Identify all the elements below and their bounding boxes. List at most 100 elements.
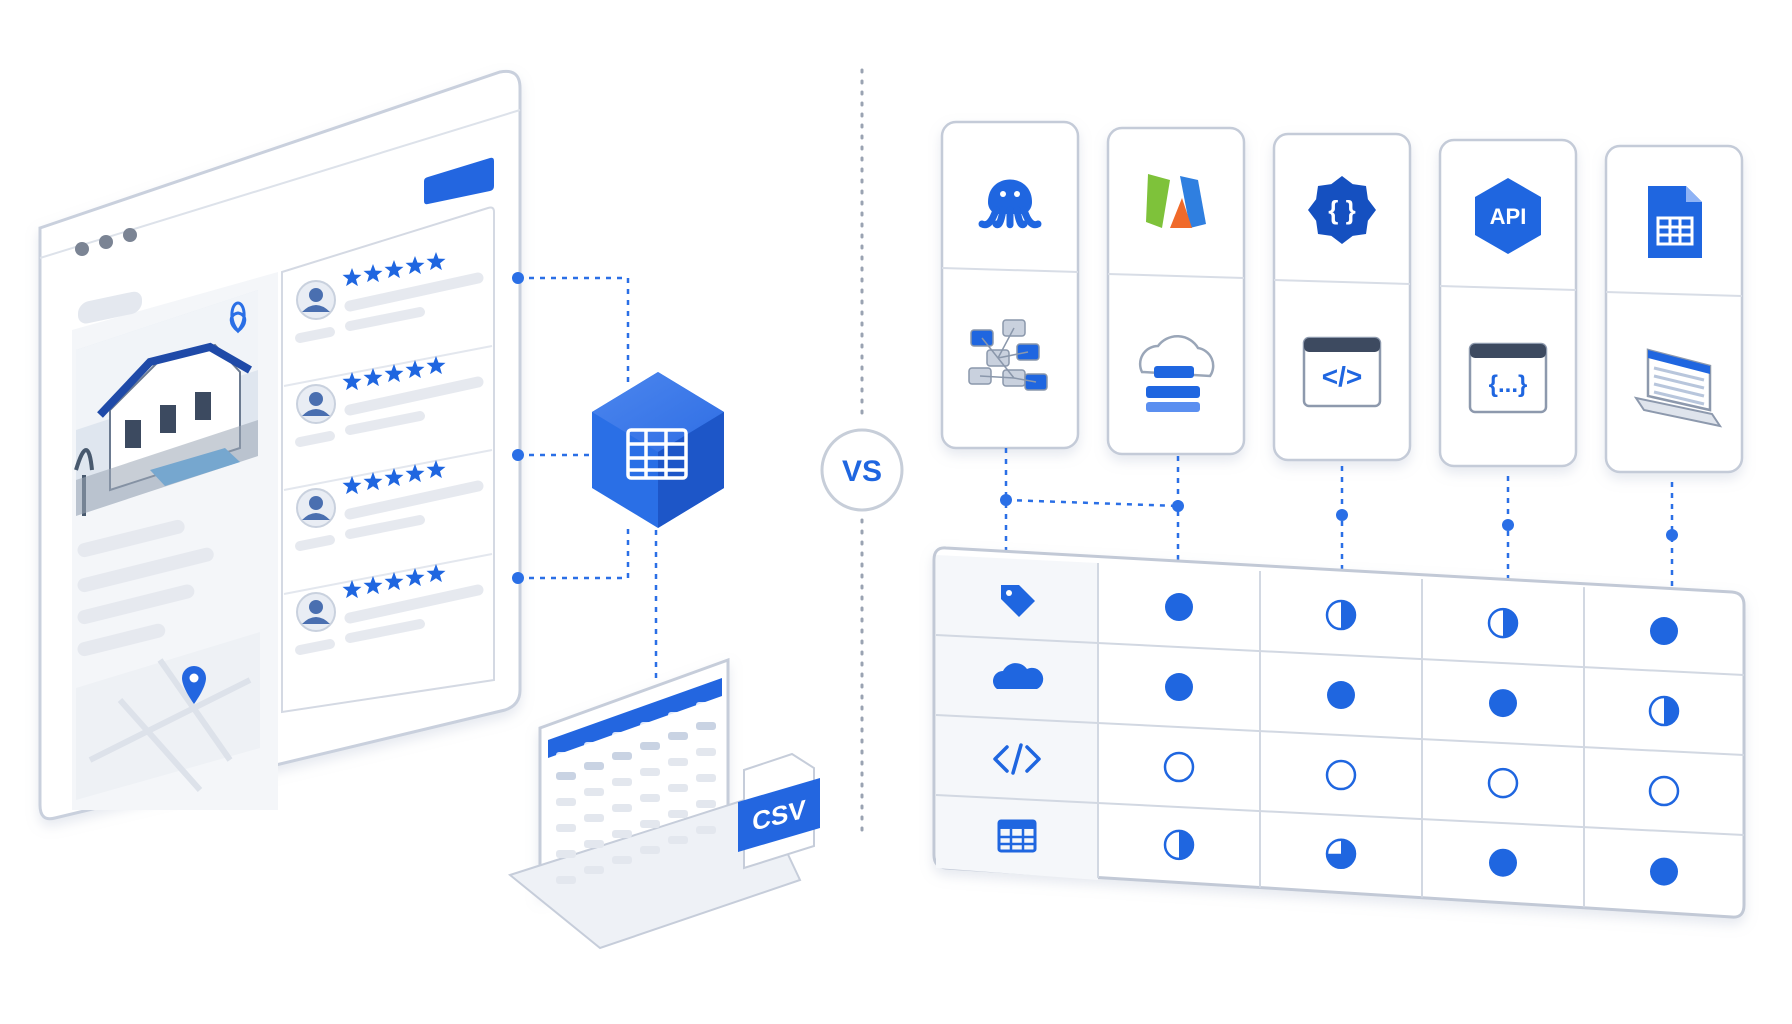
rating-half-icon: [1325, 599, 1357, 631]
code-window-icon: </>: [1302, 336, 1382, 408]
svg-text:{...}: {...}: [1489, 371, 1528, 398]
connector-node: [512, 272, 524, 284]
connector-node: [1502, 519, 1514, 531]
star-icon: [426, 356, 446, 375]
vs-label: VS: [842, 455, 882, 488]
rating-full-icon: [1489, 848, 1517, 877]
octopus-icon: [978, 179, 1042, 229]
star-icon: [342, 372, 362, 391]
star-icon: [363, 472, 383, 491]
user-avatar-icon: [296, 384, 336, 424]
connectors-left: [518, 276, 658, 680]
tool-card[interactable]: [1106, 126, 1246, 456]
listing-map: [76, 632, 260, 800]
tool-card[interactable]: [1604, 144, 1744, 474]
review-item: [283, 553, 493, 655]
review-item: [295, 252, 484, 343]
code-braces-badge-icon: { }: [1308, 176, 1376, 244]
rating-empty-icon: [1325, 759, 1357, 791]
rating-half-icon: [1648, 695, 1680, 727]
comparison-cells: [993, 585, 1680, 886]
table-icon: [997, 819, 1037, 853]
json-window-icon: {...}: [1468, 342, 1548, 414]
star-icon: [363, 368, 383, 387]
window-dot: [123, 228, 137, 242]
rating-empty-icon: [1487, 767, 1519, 799]
tool-card[interactable]: { } </>: [1272, 132, 1412, 462]
logo-placeholder: [78, 291, 142, 324]
code-icon: [993, 743, 1041, 775]
review-items: [283, 252, 493, 655]
laptop-spreadsheet-icon: [1633, 348, 1723, 428]
window-dot: [75, 242, 89, 256]
rating-full-icon: [1165, 593, 1193, 622]
star-icon: [342, 268, 362, 287]
spreadsheet-cube-icon: [592, 372, 724, 528]
star-icon: [384, 364, 404, 383]
rating-full-icon: [1489, 689, 1517, 718]
connector-node: [512, 449, 524, 461]
rating-full-icon: [1650, 617, 1678, 646]
star-icon: [405, 568, 425, 587]
connector-node: [1172, 500, 1184, 512]
header-cta-button[interactable]: [424, 157, 494, 205]
rating-full-icon: [1327, 681, 1355, 710]
star-rating: [342, 252, 446, 287]
api-label: API: [1490, 204, 1527, 229]
star-icon: [342, 580, 362, 599]
star-icon: [405, 464, 425, 483]
api-hexagon-icon: API: [1475, 178, 1541, 254]
vs-badge: VS: [820, 428, 904, 512]
tool-card[interactable]: [940, 120, 1080, 450]
apify-logo-icon: [1146, 174, 1206, 228]
rating-half-icon: [1487, 607, 1519, 639]
rating-empty-icon: [1163, 751, 1195, 783]
star-icon: [426, 252, 446, 271]
tool-card[interactable]: API {...}: [1438, 138, 1578, 468]
google-sheets-icon: [1648, 186, 1702, 258]
rating-full-icon: [1650, 857, 1678, 886]
rating-three-quarter-icon: [1325, 838, 1357, 870]
browser-window: [38, 69, 522, 821]
window-controls: [75, 228, 137, 256]
price-tag-icon: [1001, 585, 1035, 618]
workflow-nodes-icon: [968, 319, 1048, 391]
svg-text:{ }: { }: [1328, 195, 1355, 225]
star-rating: [342, 356, 446, 391]
user-avatar-icon: [296, 280, 336, 320]
map-pin-icon: [182, 666, 206, 704]
cloud-icon: [993, 663, 1044, 690]
connectors-right: [1004, 448, 1674, 588]
rating-empty-icon: [1648, 775, 1680, 807]
connector-node: [512, 572, 524, 584]
star-icon: [342, 476, 362, 495]
star-icon: [384, 260, 404, 279]
window-dot: [99, 235, 113, 249]
star-rating: [342, 564, 446, 599]
spreadsheet-grid: [556, 702, 716, 884]
listing-description: [77, 519, 214, 657]
star-icon: [363, 576, 383, 595]
listing-photo: [74, 290, 258, 516]
connector-node: [1336, 509, 1348, 521]
star-icon: [384, 468, 404, 487]
user-avatar-icon: [296, 592, 336, 632]
laptop-spreadsheet: CSV: [507, 657, 820, 950]
user-avatar-icon: [296, 488, 336, 528]
review-item: [283, 449, 493, 551]
star-icon: [384, 572, 404, 591]
star-icon: [405, 360, 425, 379]
svg-text:</>: </>: [1322, 361, 1362, 392]
cloud-server-icon: [1138, 334, 1215, 412]
star-icon: [405, 256, 425, 275]
star-icon: [363, 264, 383, 283]
star-icon: [426, 564, 446, 583]
reviews-list: [281, 206, 495, 714]
connector-node: [1000, 494, 1012, 506]
rating-half-icon: [1163, 829, 1195, 861]
csv-file-icon: CSV: [738, 752, 820, 870]
connector-node: [1666, 529, 1678, 541]
review-item: [283, 345, 493, 447]
rating-full-icon: [1165, 673, 1193, 702]
